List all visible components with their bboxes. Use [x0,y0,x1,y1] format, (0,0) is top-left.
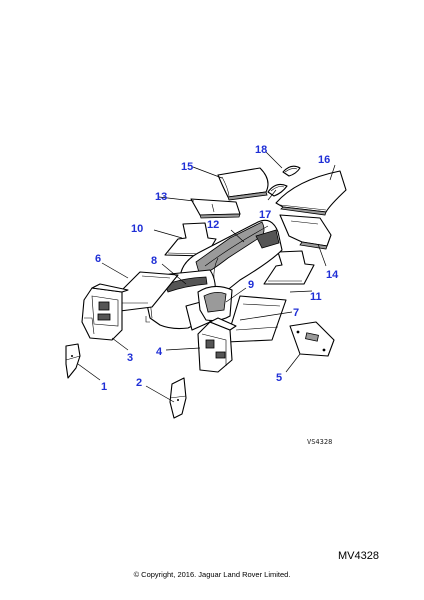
callout-11: 11 [310,291,322,303]
callout-10: 10 [131,223,143,235]
drawing-code: VS4328 [307,438,332,446]
callout-9: 9 [248,279,254,291]
callout-14: 14 [326,269,339,281]
callout-6: 6 [95,253,101,265]
part-7-pad[interactable] [225,295,287,343]
callout-1: 1 [101,381,107,393]
callout-5: 5 [276,372,282,384]
part-17-clip[interactable] [267,183,288,197]
part-4-moulded-bracket[interactable] [197,317,237,373]
callout-3: 3 [127,352,133,364]
part-3-moulded-bracket[interactable] [81,283,129,341]
part-9-tunnel-rear[interactable] [197,285,233,322]
part-14-insulation-pad[interactable] [279,214,332,250]
leader-lines [77,151,336,403]
part-16-insulation-pad[interactable] [275,170,347,216]
part-5-panel[interactable] [289,321,335,357]
callout-12: 12 [207,219,219,231]
callout-15: 15 [181,161,193,173]
callout-16: 16 [318,154,330,166]
callout-4: 4 [156,346,163,358]
callout-7: 7 [293,307,299,319]
part-2-bracket[interactable] [169,377,187,419]
part-18-clip[interactable] [282,165,301,177]
callout-2: 2 [136,377,142,389]
part-1-bracket[interactable] [65,343,81,379]
reference-number: MV4328 [338,550,379,562]
copyright-notice: © Copyright, 2016. Jaguar Land Rover Lim… [134,570,291,579]
part-15-insulation-pad[interactable] [217,167,269,201]
callout-13: 13 [155,191,167,203]
part-13-panel[interactable] [190,198,241,219]
callout-17: 17 [259,209,271,221]
part-11-pad[interactable] [263,250,315,285]
callout-8: 8 [151,255,157,267]
callout-labels: 18 16 15 13 17 12 10 6 8 14 9 11 7 4 3 5… [95,144,339,393]
callout-18: 18 [255,144,267,156]
